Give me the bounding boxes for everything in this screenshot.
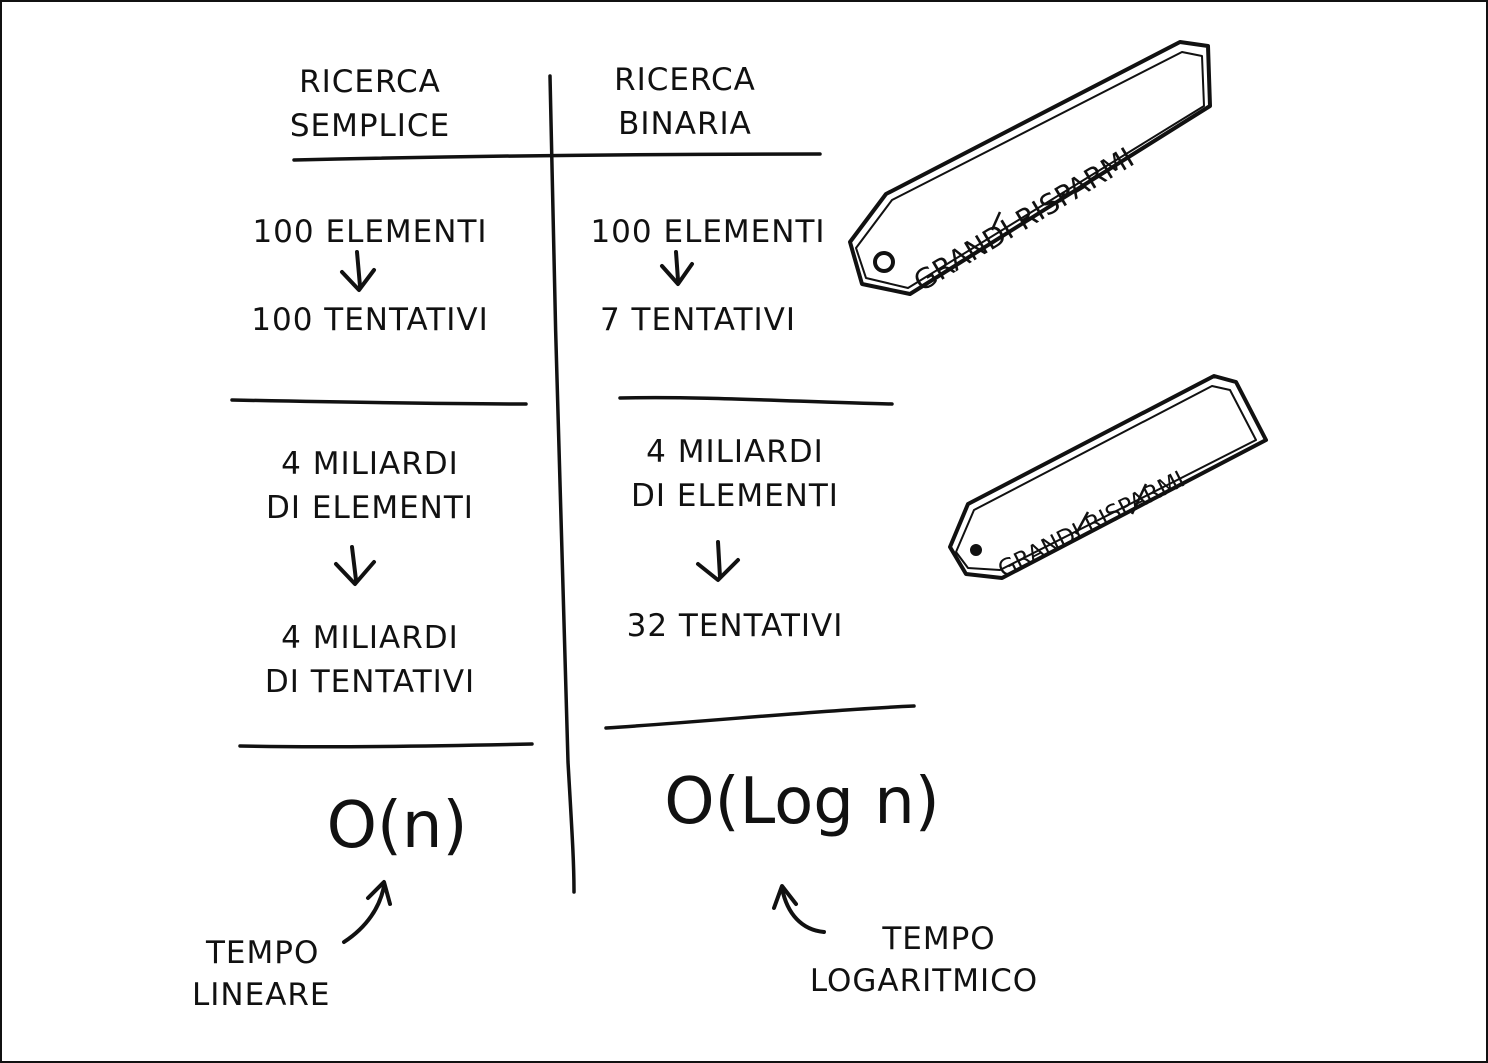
linear-note-line-2: LINEARE [192, 977, 331, 1013]
left-row2-output-line-1: 4 MILIARDI [281, 620, 459, 656]
right-row2-input: 4 MILIARDI DI ELEMENTI [600, 430, 870, 518]
right-row2-input-line-2: DI ELEMENTI [631, 478, 839, 514]
right-separator-1 [618, 395, 894, 406]
right-arrow-down-2 [696, 540, 740, 582]
left-row2-output-line-2: DI TENTATIVI [264, 664, 476, 700]
right-row1-input: 100 ELEMENTI [590, 214, 826, 250]
tag-1-hole [873, 251, 895, 273]
left-separator-2 [238, 742, 534, 749]
log-complexity: O(Log n) [664, 765, 940, 839]
log-time-note: TEMPO LOGARITMICO [784, 918, 1064, 1002]
savings-tag-1 [848, 40, 1212, 296]
linear-note-arrow [342, 880, 392, 944]
right-header-line-2: BINARIA [618, 106, 752, 142]
left-row2-input-line-2: DI ELEMENTI [266, 490, 474, 526]
right-arrow-down-1 [660, 250, 694, 286]
right-header: RICERCA BINARIA [580, 58, 790, 146]
log-note-line-2: LOGARITMICO [809, 963, 1039, 999]
left-header-line-2: SEMPLICE [289, 108, 451, 144]
right-row2-output: 32 TENTATIVI [626, 608, 844, 644]
left-header: RICERCA SEMPLICE [260, 60, 480, 148]
linear-time-note: TEMPO LINEARE [180, 932, 370, 1016]
right-row2-input-line-1: 4 MILIARDI [646, 434, 824, 470]
right-row1-output: 7 TENTATIVI [599, 302, 797, 338]
left-arrow-down-2 [334, 545, 376, 586]
right-header-line-1: RICERCA [614, 62, 756, 98]
left-row1-output: 100 TENTATIVI [251, 302, 489, 338]
header-underline [292, 152, 822, 162]
left-row2-output: 4 MILIARDI DI TENTATIVI [230, 616, 510, 704]
left-separator-1 [230, 398, 528, 406]
left-row2-input-line-1: 4 MILIARDI [281, 446, 459, 482]
right-separator-2 [604, 704, 916, 730]
linear-complexity: O(n) [326, 789, 468, 863]
left-header-line-1: RICERCA [299, 64, 441, 100]
tag-2-hole [970, 544, 982, 556]
left-row2-input: 4 MILIARDI DI ELEMENTI [230, 442, 510, 530]
left-arrow-down-1 [340, 250, 376, 292]
log-note-arrow [772, 884, 826, 934]
column-divider [548, 74, 576, 894]
left-row1-input: 100 ELEMENTI [252, 214, 488, 250]
linear-note-line-1: TEMPO [206, 935, 320, 971]
savings-tag-2 [948, 374, 1268, 580]
log-note-line-1: TEMPO [882, 921, 996, 957]
